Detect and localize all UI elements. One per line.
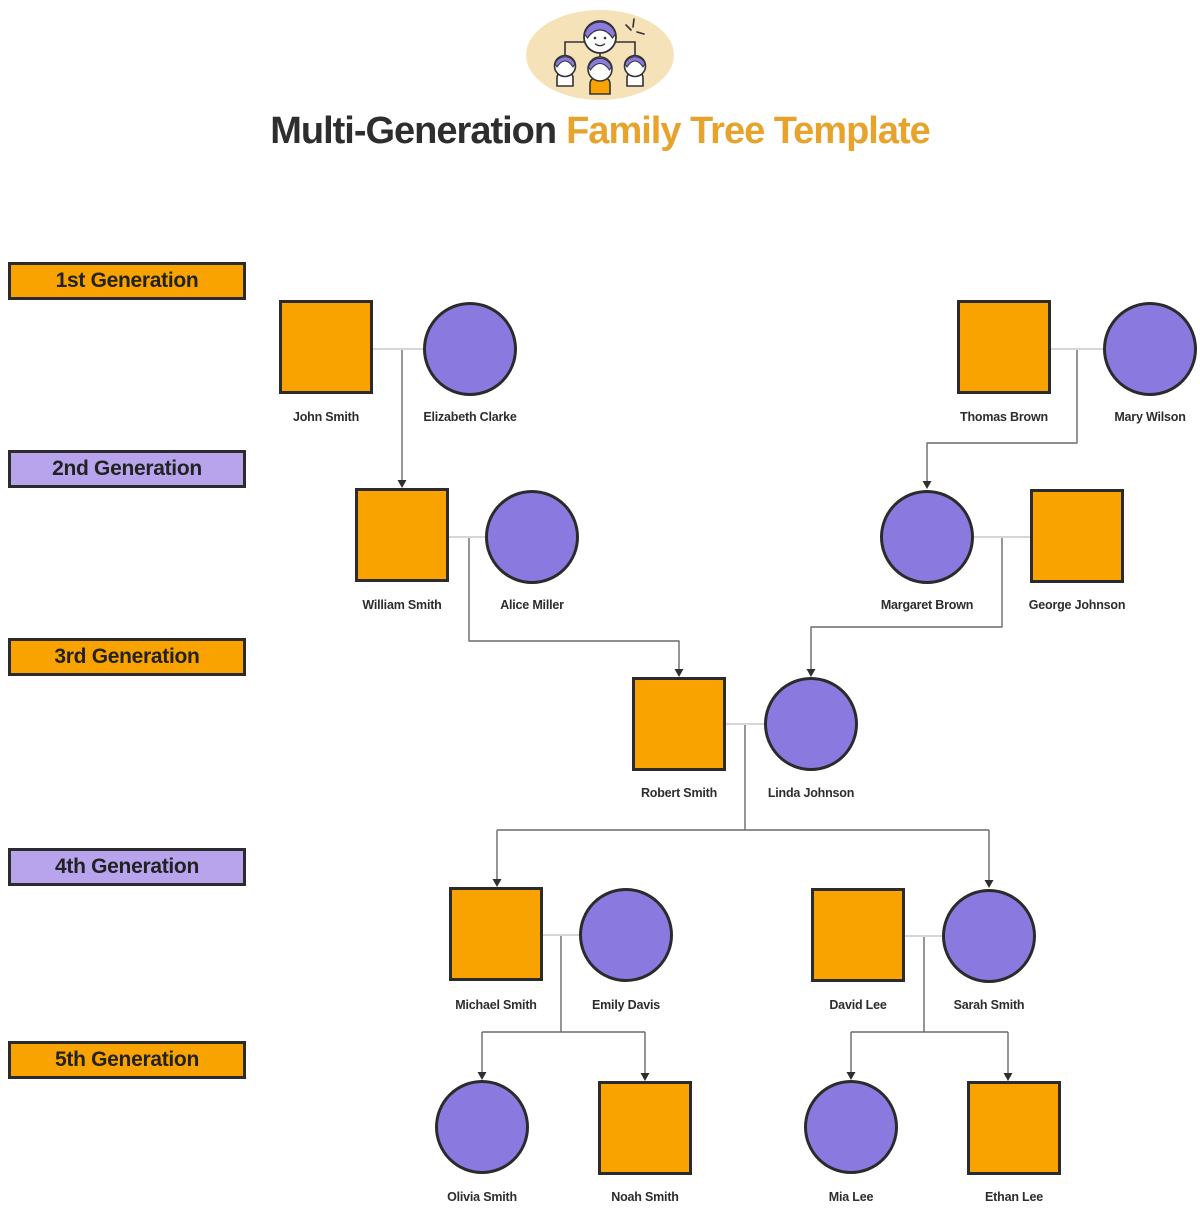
- person-label-ethan-lee: Ethan Lee: [985, 1190, 1043, 1204]
- person-label-sarah-smith: Sarah Smith: [953, 998, 1025, 1012]
- page-title-accent: Family Tree Template: [566, 110, 931, 152]
- person-label-elizabeth-clarke: Elizabeth Clarke: [423, 410, 517, 424]
- arrowheads: [397, 480, 1013, 1081]
- person-node-william-smith: [355, 488, 449, 582]
- person-node-robert-smith: [632, 677, 726, 771]
- person-node-noah-smith: [598, 1081, 692, 1175]
- generation-label-4: 4th Generation: [8, 848, 246, 886]
- person-node-margaret-brown: [880, 490, 974, 584]
- person-node-linda-johnson: [764, 677, 858, 771]
- person-node-mia-lee: [804, 1080, 898, 1174]
- couple-links: [371, 348, 1103, 937]
- person-label-william-smith: William Smith: [362, 598, 442, 612]
- person-node-george-johnson: [1030, 489, 1124, 583]
- person-node-emily-davis: [579, 888, 673, 982]
- person-label-david-lee: David Lee: [829, 998, 887, 1012]
- person-label-john-smith: John Smith: [292, 410, 360, 424]
- person-node-olivia-smith: [435, 1080, 529, 1174]
- icon-child-left: [553, 54, 577, 87]
- person-node-thomas-brown: [957, 300, 1051, 394]
- person-label-alice-miller: Alice Miller: [500, 598, 564, 612]
- person-label-george-johnson: George Johnson: [1028, 598, 1126, 612]
- person-label-thomas-brown: Thomas Brown: [960, 410, 1048, 424]
- generation-label-2: 2nd Generation: [8, 450, 246, 488]
- person-label-emily-davis: Emily Davis: [592, 998, 660, 1012]
- person-node-ethan-lee: [967, 1081, 1061, 1175]
- person-label-linda-johnson: Linda Johnson: [767, 786, 855, 800]
- person-label-robert-smith: Robert Smith: [640, 786, 718, 800]
- family-tree-icon: [526, 10, 674, 100]
- page-title-dark: Multi-Generation: [270, 110, 557, 152]
- icon-child-right: [623, 54, 647, 87]
- person-node-mary-wilson: [1103, 302, 1197, 396]
- generation-label-3: 3rd Generation: [8, 638, 246, 676]
- person-label-mary-wilson: Mary Wilson: [1114, 410, 1186, 424]
- person-label-olivia-smith: Olivia Smith: [447, 1190, 517, 1204]
- descent-links: [401, 350, 1078, 1073]
- person-node-david-lee: [811, 888, 905, 982]
- person-label-margaret-brown: Margaret Brown: [880, 598, 974, 612]
- person-label-noah-smith: Noah Smith: [611, 1190, 679, 1204]
- person-label-michael-smith: Michael Smith: [455, 998, 537, 1012]
- person-label-mia-lee: Mia Lee: [828, 1190, 874, 1204]
- person-node-michael-smith: [449, 887, 543, 981]
- person-node-alice-miller: [485, 490, 579, 584]
- icon-child-middle: [587, 56, 613, 95]
- generation-label-1: 1st Generation: [8, 262, 246, 300]
- person-node-john-smith: [279, 300, 373, 394]
- sparkle-icon: [625, 18, 645, 35]
- generation-label-5: 5th Generation: [8, 1041, 246, 1079]
- person-node-elizabeth-clarke: [423, 302, 517, 396]
- person-node-sarah-smith: [942, 889, 1036, 983]
